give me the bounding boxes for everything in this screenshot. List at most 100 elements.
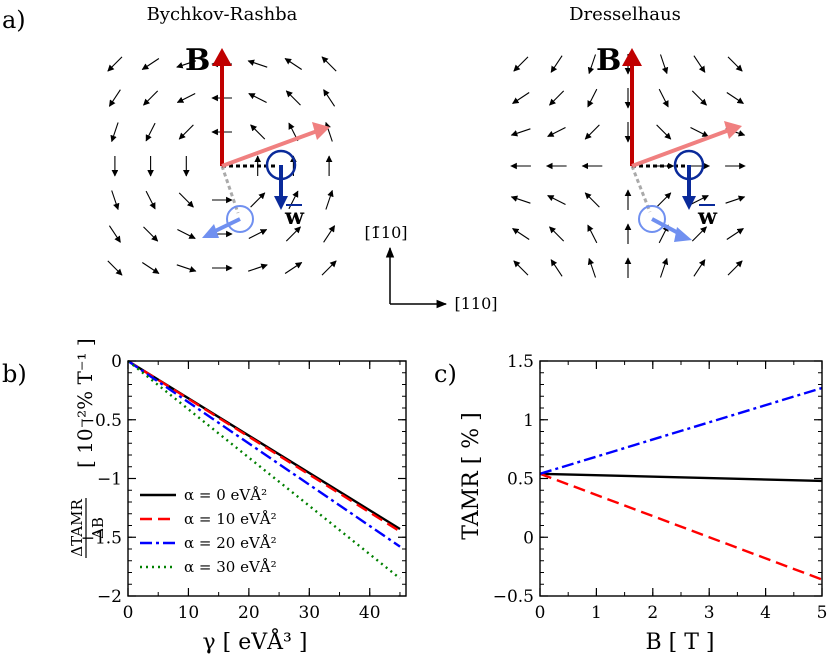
rashba-overlay: B w (185, 43, 330, 238)
field-arrow (111, 190, 120, 211)
legend-entry: α = 30 eVÅ² (184, 558, 277, 576)
series-line-0 (539, 472, 823, 483)
field-arrow (547, 127, 566, 137)
field-arrow (693, 55, 706, 73)
x-tick-label: 0 (535, 603, 546, 623)
field-arrow (176, 60, 196, 69)
field-arrow (325, 189, 334, 210)
x-tick-label: 2 (647, 603, 658, 623)
field-arrow (691, 226, 707, 242)
field-arrow (726, 92, 744, 104)
x-tick-label: 3 (704, 603, 715, 623)
y-tick-label: −2 (97, 587, 122, 607)
field-arrow (107, 260, 123, 276)
field-arrow (659, 257, 669, 278)
panel-a: a) Bychkov-Rashba Dresselhaus B w (2, 4, 746, 313)
dresselhaus-vector-field (510, 54, 746, 278)
light-red-arrowhead (724, 121, 742, 139)
ylabel-unit: [ 10⁻²% T⁻¹ ] (73, 338, 97, 468)
field-arrow (248, 229, 268, 239)
field-arrow (513, 260, 529, 276)
y-tick-label: −0.5 (493, 587, 534, 607)
light-blue-circle (226, 205, 254, 233)
field-arrow (178, 192, 194, 208)
field-arrow (587, 224, 598, 244)
panel-label-b: b) (2, 360, 27, 388)
field-arrow (584, 124, 600, 140)
y-tick-label: −0.5 (81, 411, 122, 431)
w-arrowhead (682, 196, 696, 210)
y-tick-label: 0 (111, 352, 122, 372)
field-arrow (321, 260, 337, 276)
field-arrow (110, 122, 119, 143)
rashba-title: Bychkov-Rashba (147, 4, 298, 25)
panel-label-c: c) (434, 360, 457, 388)
field-arrow (587, 88, 598, 108)
series-line-0 (127, 359, 401, 531)
field-arrow (691, 90, 707, 106)
chart-b-xlabel: γ [ eVÅ³ ] (203, 627, 308, 655)
field-arrow (513, 56, 529, 72)
field-arrow (248, 263, 268, 272)
axis-right-label: [110] (454, 294, 497, 313)
field-arrow (547, 195, 566, 205)
series-line-3 (127, 360, 401, 580)
w-label: w (284, 204, 305, 230)
b-field-label: B (596, 43, 621, 78)
field-arrow (512, 228, 530, 240)
x-tick-label: 40 (359, 603, 381, 623)
x-tick-label: 10 (178, 603, 200, 623)
w-arrowhead (274, 196, 288, 210)
field-arrow (107, 56, 123, 72)
field-arrow (177, 229, 196, 239)
b-field-arrowhead (212, 48, 232, 66)
field-arrow (141, 58, 160, 70)
field-arrow (321, 56, 337, 72)
field-arrow (285, 226, 301, 242)
series-line-1 (539, 472, 823, 581)
field-arrow (248, 93, 267, 103)
field-arrow (656, 192, 672, 208)
x-tick-label: 30 (298, 603, 320, 623)
field-arrow (284, 262, 303, 274)
x-tick-label: 4 (760, 603, 771, 623)
field-arrow (727, 56, 743, 72)
light-red-arrow (221, 128, 321, 168)
chart-c-ylabel: TAMR [ % ] (459, 412, 484, 540)
field-arrow (176, 264, 197, 273)
dresselhaus-overlay: B w (596, 43, 742, 242)
ylabel-denominator: ΔB (89, 517, 107, 539)
series-line-2 (539, 386, 823, 475)
light-blue-circle (638, 205, 666, 233)
field-arrow (284, 58, 303, 70)
field-arrow (145, 122, 156, 142)
field-arrow (690, 127, 709, 137)
series-line-2 (127, 360, 401, 548)
field-arrow (584, 192, 600, 208)
field-arrow (550, 259, 563, 277)
chart-c-xlabel: B [ T ] (646, 630, 715, 655)
field-arrow (145, 190, 156, 210)
field-arrow (726, 228, 744, 240)
light-red-arrow (631, 127, 733, 168)
ylabel-numerator: ΔTAMR (68, 499, 86, 557)
x-tick-label: 20 (238, 603, 260, 623)
field-arrow (725, 195, 746, 204)
field-arrow (587, 54, 597, 75)
field-arrow (659, 54, 669, 75)
y-tick-label: 0.5 (507, 470, 534, 490)
dresselhaus-title: Dresselhaus (569, 4, 681, 25)
light-blue-arrowhead (674, 227, 692, 242)
field-arrow (549, 90, 565, 106)
field-arrow (323, 89, 336, 107)
field-arrow (143, 226, 159, 242)
field-arrow (549, 226, 565, 242)
field-arrow (512, 92, 530, 104)
b-field-arrowhead (622, 48, 642, 66)
legend-entry: α = 10 eVÅ² (184, 510, 277, 528)
panel-label-a: a) (2, 6, 26, 34)
field-arrow (658, 88, 669, 108)
chart-b-ylabel: ΔTAMR ΔB [ 10⁻²% T⁻¹ ] (68, 338, 107, 558)
